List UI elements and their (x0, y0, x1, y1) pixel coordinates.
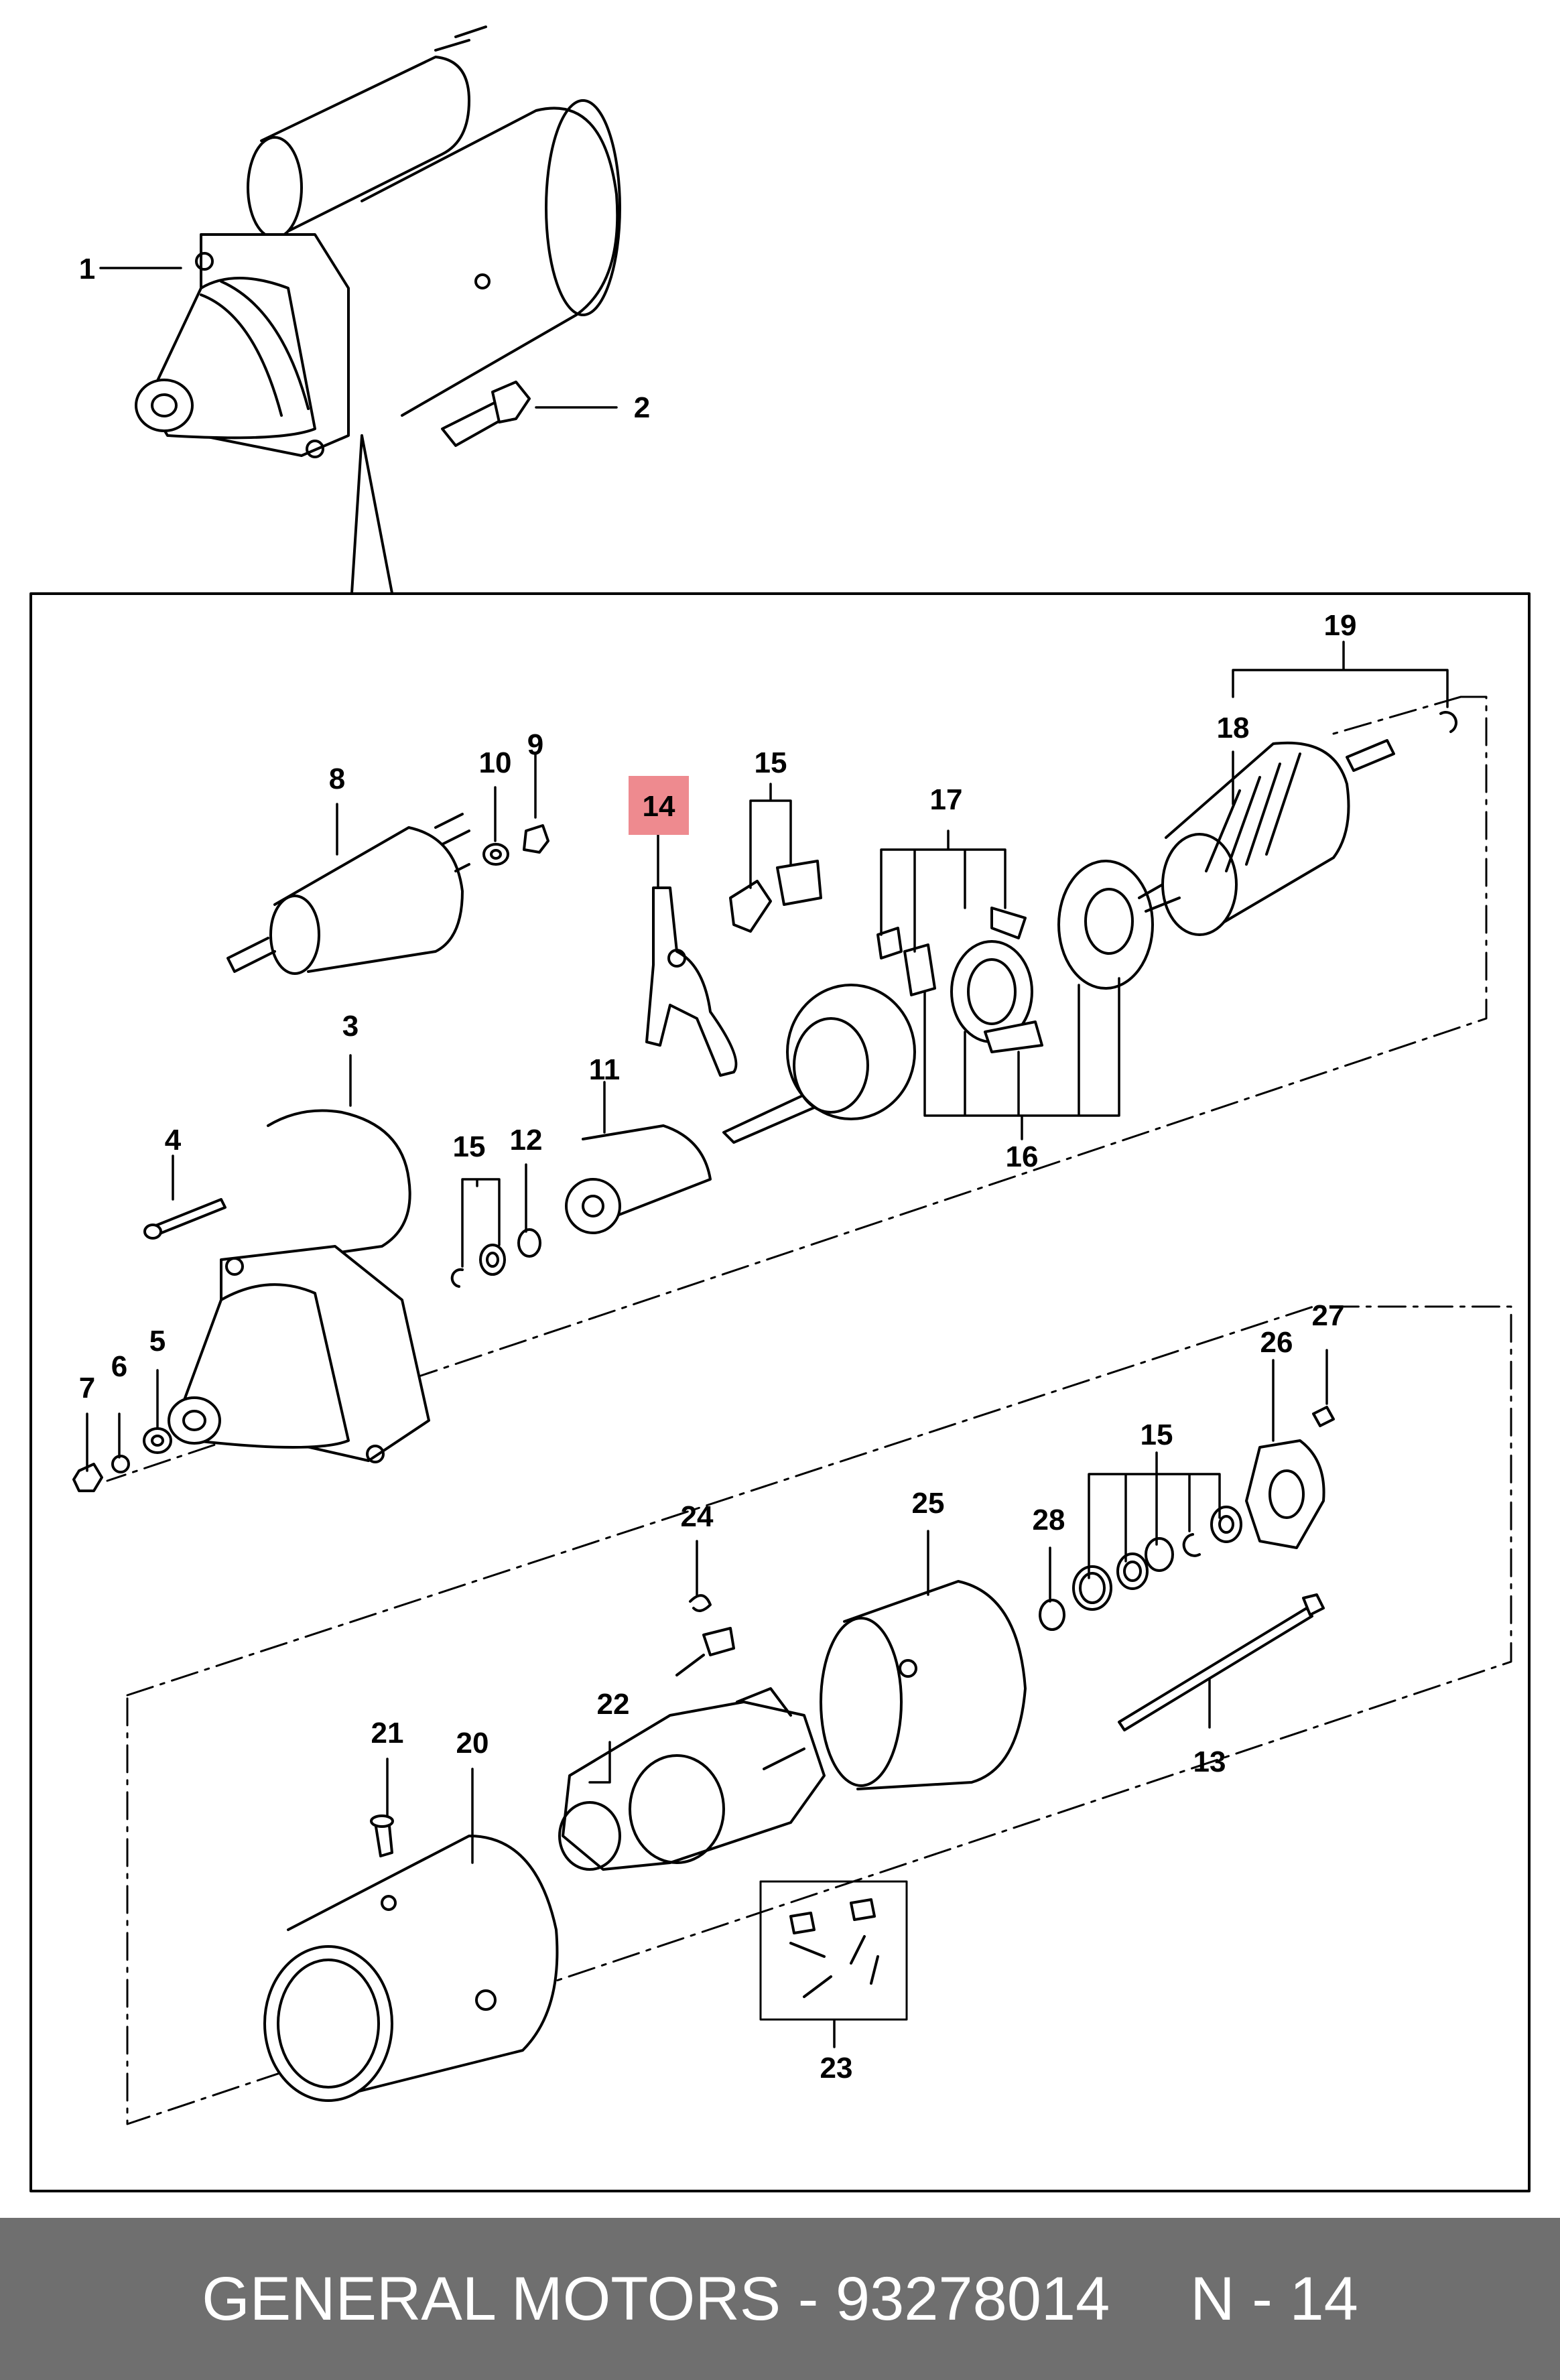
callout-15-left: 15 (453, 1130, 486, 1163)
brush-pieces-illustration (729, 860, 822, 933)
callout-28: 28 (1033, 1504, 1065, 1536)
footer-page-ref: N - 14 (1190, 2264, 1358, 2333)
callout-1: 1 (79, 253, 95, 285)
circlip-illustration-19 (1439, 711, 1457, 733)
solenoid-illustration (226, 813, 470, 975)
bushing-illustration-12-15 (450, 1228, 541, 1288)
callout-9: 9 (527, 728, 543, 761)
callout-2: 2 (634, 391, 650, 424)
brush-holder-illustration-22 (558, 1687, 826, 1871)
callout-3: 3 (342, 1010, 359, 1043)
brush-spring-illustration-24 (675, 1594, 735, 1676)
callout-4: 4 (165, 1124, 182, 1156)
callout-27: 27 (1312, 1299, 1345, 1332)
bolt-illustration-4 (143, 1198, 226, 1240)
callout-11: 11 (589, 1053, 621, 1086)
callout-7: 7 (79, 1372, 95, 1404)
overview-connector-lines (350, 434, 393, 594)
callout-22: 22 (597, 1688, 630, 1721)
callout-6: 6 (111, 1350, 127, 1383)
callout-19: 19 (1324, 609, 1357, 642)
callout-26: 26 (1260, 1326, 1293, 1359)
callout-12: 12 (510, 1124, 543, 1156)
callout-16: 16 (1006, 1140, 1039, 1173)
housing-illustration-20 (263, 1835, 559, 2102)
end-plate-illustration-26-27 (1245, 1406, 1335, 1549)
exploded-view-frame (29, 592, 1531, 2192)
leader-lines (86, 267, 1449, 2048)
small-parts-illustration-5-7 (72, 1427, 172, 1492)
planetary-gear-set-illustration (876, 860, 1154, 1053)
upper-alignment-box (106, 696, 1488, 1482)
footer-brand-part: GENERAL MOTORS - 93278014 (202, 2264, 1110, 2333)
lower-alignment-box (126, 1305, 1512, 2125)
exploded-parts-diagram: 1 2 3 4 5 6 7 8 9 10 11 12 13 14 15 15 1… (29, 25, 1531, 2192)
callout-10: 10 (479, 746, 512, 779)
bolt-illustration-2 (441, 381, 531, 447)
callout-25: 25 (912, 1487, 945, 1520)
callout-21: 21 (371, 1717, 404, 1749)
through-bolt-illustration-13 (1118, 1593, 1325, 1731)
callout-13: 13 (1193, 1745, 1226, 1778)
callout-14: 14 (643, 790, 675, 823)
callout-24: 24 (681, 1500, 714, 1533)
callout-5: 5 (149, 1325, 166, 1358)
nut-illustration-9-10 (482, 824, 549, 866)
callout-18: 18 (1217, 712, 1250, 744)
footer-bar: GENERAL MOTORS - 93278014 N - 14 (0, 2218, 1560, 2380)
yoke-illustration-25 (820, 1580, 1027, 1790)
callout-20: 20 (456, 1727, 489, 1760)
shift-lever-illustration (645, 886, 738, 1077)
callout-17: 17 (930, 783, 963, 816)
highlight-box-14 (629, 776, 689, 835)
armature-illustration (1138, 739, 1395, 936)
callout-23: 23 (820, 2052, 853, 2085)
seal-rings-illustration-15-28 (1039, 1506, 1242, 1631)
starter-motor-assembly-illustration (135, 25, 621, 458)
screw-illustration-21 (370, 1814, 394, 1857)
callout-15-lower: 15 (1141, 1418, 1173, 1451)
shaft-housing-illustration (722, 984, 916, 1144)
brush-kit-illustration-23 (759, 1880, 908, 2021)
pinion-drive-illustration (565, 1124, 712, 1234)
callout-15-top: 15 (755, 746, 787, 779)
drive-housing-illustration (168, 1109, 430, 1463)
callout-8: 8 (329, 763, 345, 795)
